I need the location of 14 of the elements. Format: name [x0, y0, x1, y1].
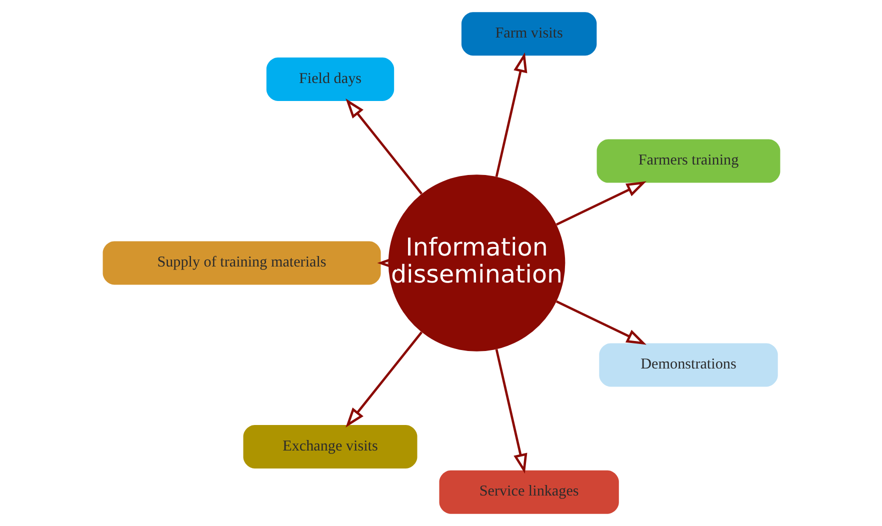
node-box: Demonstrations — [598, 343, 778, 387]
node-box: Supply of training materials — [102, 241, 380, 285]
arrow — [345, 331, 422, 428]
arrow — [376, 256, 397, 270]
arrow — [556, 181, 646, 226]
arrow — [345, 98, 422, 195]
arrow — [494, 52, 527, 177]
node-box: Farmers training — [596, 139, 780, 183]
node-box: Exchange visits — [242, 424, 417, 468]
node-box: Farm visits — [460, 12, 596, 56]
arrow — [556, 300, 646, 345]
node-box: Service linkages — [438, 470, 618, 514]
arrow — [494, 349, 527, 474]
node-box: Field days — [266, 58, 394, 102]
